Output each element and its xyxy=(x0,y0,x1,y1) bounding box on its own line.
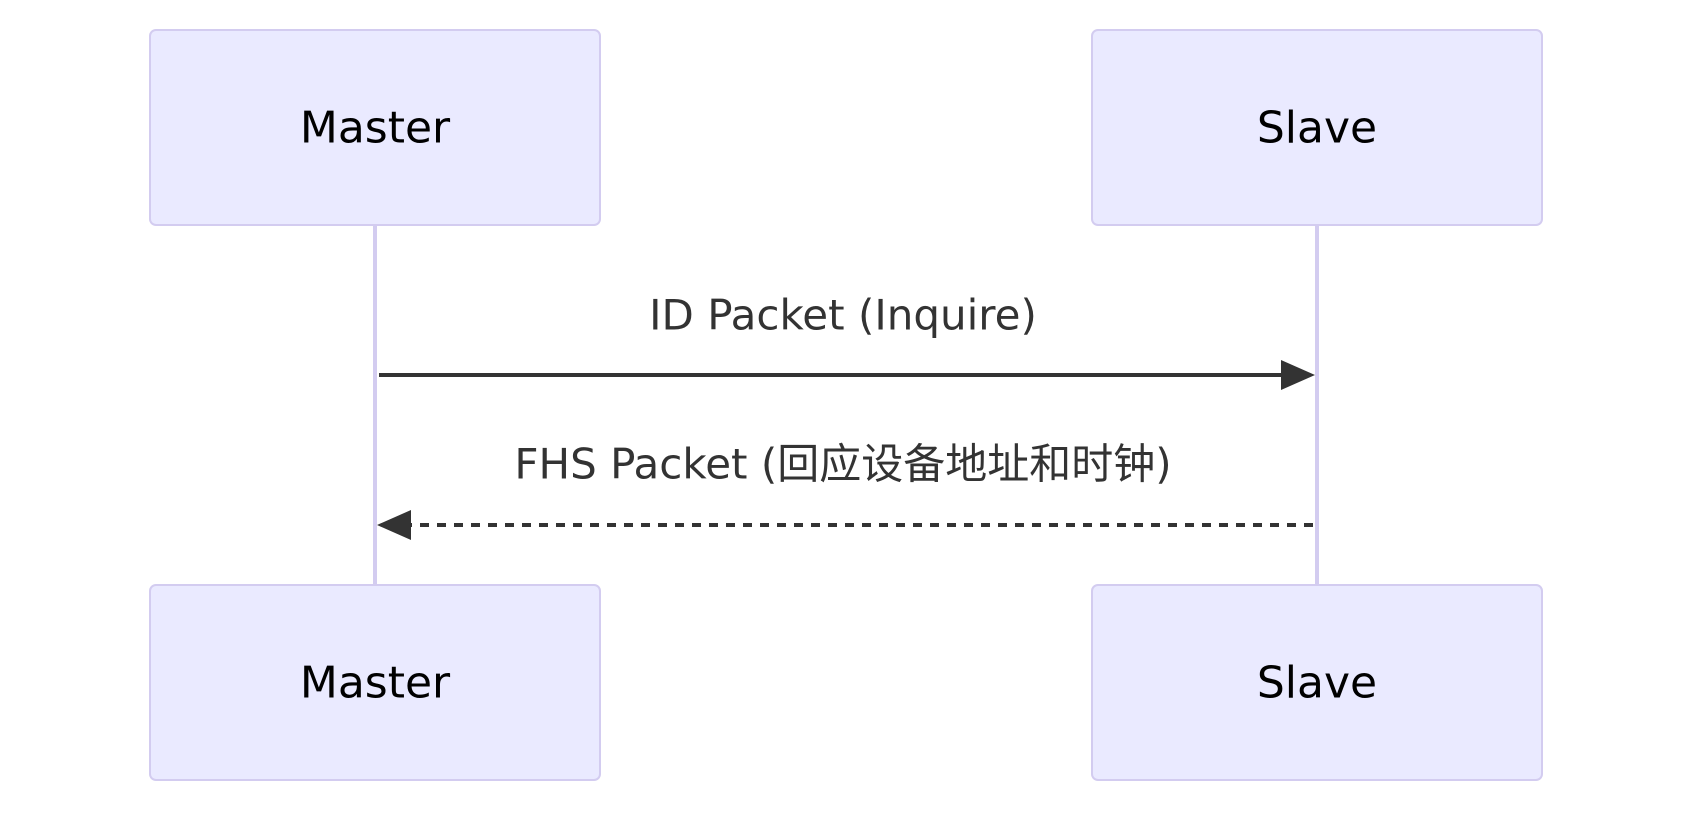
actor-slave-bottom: Slave xyxy=(1091,584,1543,781)
actor-slave-top: Slave xyxy=(1091,29,1543,226)
actor-master-top-label: Master xyxy=(300,103,451,154)
actor-slave-top-label: Slave xyxy=(1257,103,1377,154)
message-fhs-packet: FHS Packet (回应设备地址和时钟) xyxy=(377,440,1313,540)
actor-slave-bottom-box xyxy=(1091,584,1543,781)
message-id-packet: ID Packet (Inquire) xyxy=(379,291,1315,390)
actor-slave-top-box xyxy=(1091,29,1543,226)
actor-master-bottom-label: Master xyxy=(300,658,451,709)
message-fhs-packet-arrowhead xyxy=(377,510,411,540)
actor-master-bottom-box xyxy=(149,584,601,781)
actor-master-bottom: Master xyxy=(149,584,601,781)
actor-master-top: Master xyxy=(149,29,601,226)
message-fhs-packet-label: FHS Packet (回应设备地址和时钟) xyxy=(514,440,1171,489)
actor-master-top-box xyxy=(149,29,601,226)
message-id-packet-arrowhead xyxy=(1281,360,1315,390)
message-id-packet-label: ID Packet (Inquire) xyxy=(649,291,1037,340)
actor-slave-bottom-label: Slave xyxy=(1257,658,1377,709)
